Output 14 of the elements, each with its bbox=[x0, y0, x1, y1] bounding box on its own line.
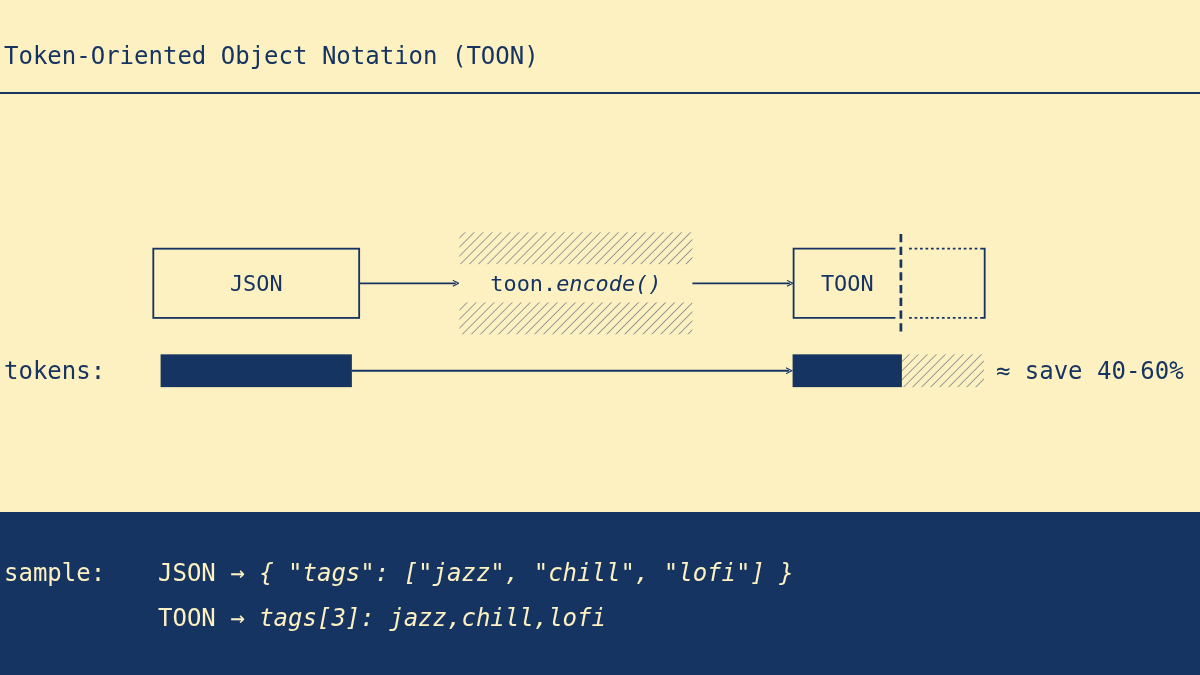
row-label: sample: bbox=[4, 558, 106, 589]
diagram-title: Token-Oriented Object Notation (TOON) bbox=[4, 41, 539, 72]
format-box: JSON bbox=[152, 248, 361, 320]
arrow bbox=[350, 367, 793, 375]
code-line: TOON → tags[3]: jazz,chill,lofi bbox=[158, 603, 606, 634]
row-label: tokens: bbox=[4, 356, 106, 387]
function-block: toon.encode() bbox=[459, 232, 693, 335]
savings-note: ≈ save 40-60% bbox=[995, 356, 1184, 387]
format-box: TOON bbox=[792, 234, 986, 333]
code-line: JSON → { "tags": ["jazz", "chill", "lofi"] } bbox=[158, 558, 794, 589]
node-label: toon.encode() bbox=[490, 270, 662, 297]
token-bar bbox=[160, 354, 352, 388]
arrow bbox=[691, 280, 794, 288]
token-bar bbox=[792, 354, 984, 388]
